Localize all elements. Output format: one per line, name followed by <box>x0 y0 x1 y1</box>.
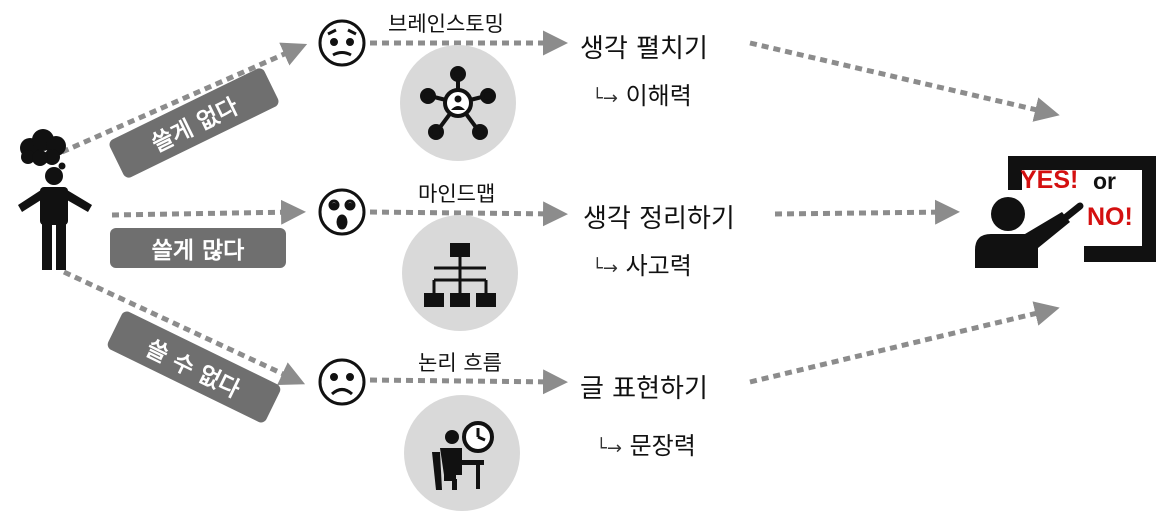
arrow-person-to-sad <box>62 269 306 386</box>
skill-comprehension: └→ 이해력 <box>592 76 692 111</box>
skill-arrow: └→ <box>592 88 618 109</box>
result-yes: YES! <box>1020 166 1079 194</box>
network-icon <box>420 66 496 140</box>
action-express-writing: 글 표현하기 <box>580 374 708 404</box>
skill-sentence-text: 문장력 <box>629 432 696 460</box>
skill-comprehension-text: 이해력 <box>625 82 692 110</box>
skill-thinking: └→ 사고력 <box>592 246 692 281</box>
thought-cloud-icon <box>20 129 66 170</box>
skill-arrow: └→ <box>596 438 622 459</box>
presenter-board-icon <box>975 156 1156 268</box>
sad-face-icon <box>318 358 366 406</box>
skill-sentence: └→ 문장력 <box>596 426 696 461</box>
arrow-person-to-surprised <box>111 199 306 225</box>
arrow-sad-to-action <box>369 369 568 395</box>
hierarchy-icon <box>424 243 496 307</box>
result-or: or <box>1093 168 1116 194</box>
skill-thinking-text: 사고력 <box>625 252 692 280</box>
person-thinking-icon <box>18 167 92 270</box>
worried-face-icon <box>318 19 366 67</box>
result-no: NO! <box>1087 203 1133 231</box>
arrow-action1-to-result <box>749 40 1060 122</box>
action-expand-thoughts: 생각 펼치기 <box>580 34 708 64</box>
method-mindmap: 마인드맵 <box>418 182 496 206</box>
arrow-action2-to-result <box>774 199 960 225</box>
action-organize-thoughts: 생각 정리하기 <box>583 204 735 234</box>
surprised-face-icon <box>318 188 366 236</box>
method-brainstorming: 브레인스토밍 <box>388 12 504 36</box>
arrow-surprised-to-action <box>369 201 568 227</box>
person-clock-icon <box>432 421 494 490</box>
arrow-action3-to-result <box>749 301 1060 385</box>
skill-arrow: └→ <box>592 258 618 279</box>
method-logic-flow: 논리 흐름 <box>418 351 502 375</box>
badge-too-much-to-write: 쓸게 많다 <box>110 228 286 268</box>
arrow-person-to-worried <box>60 42 308 155</box>
